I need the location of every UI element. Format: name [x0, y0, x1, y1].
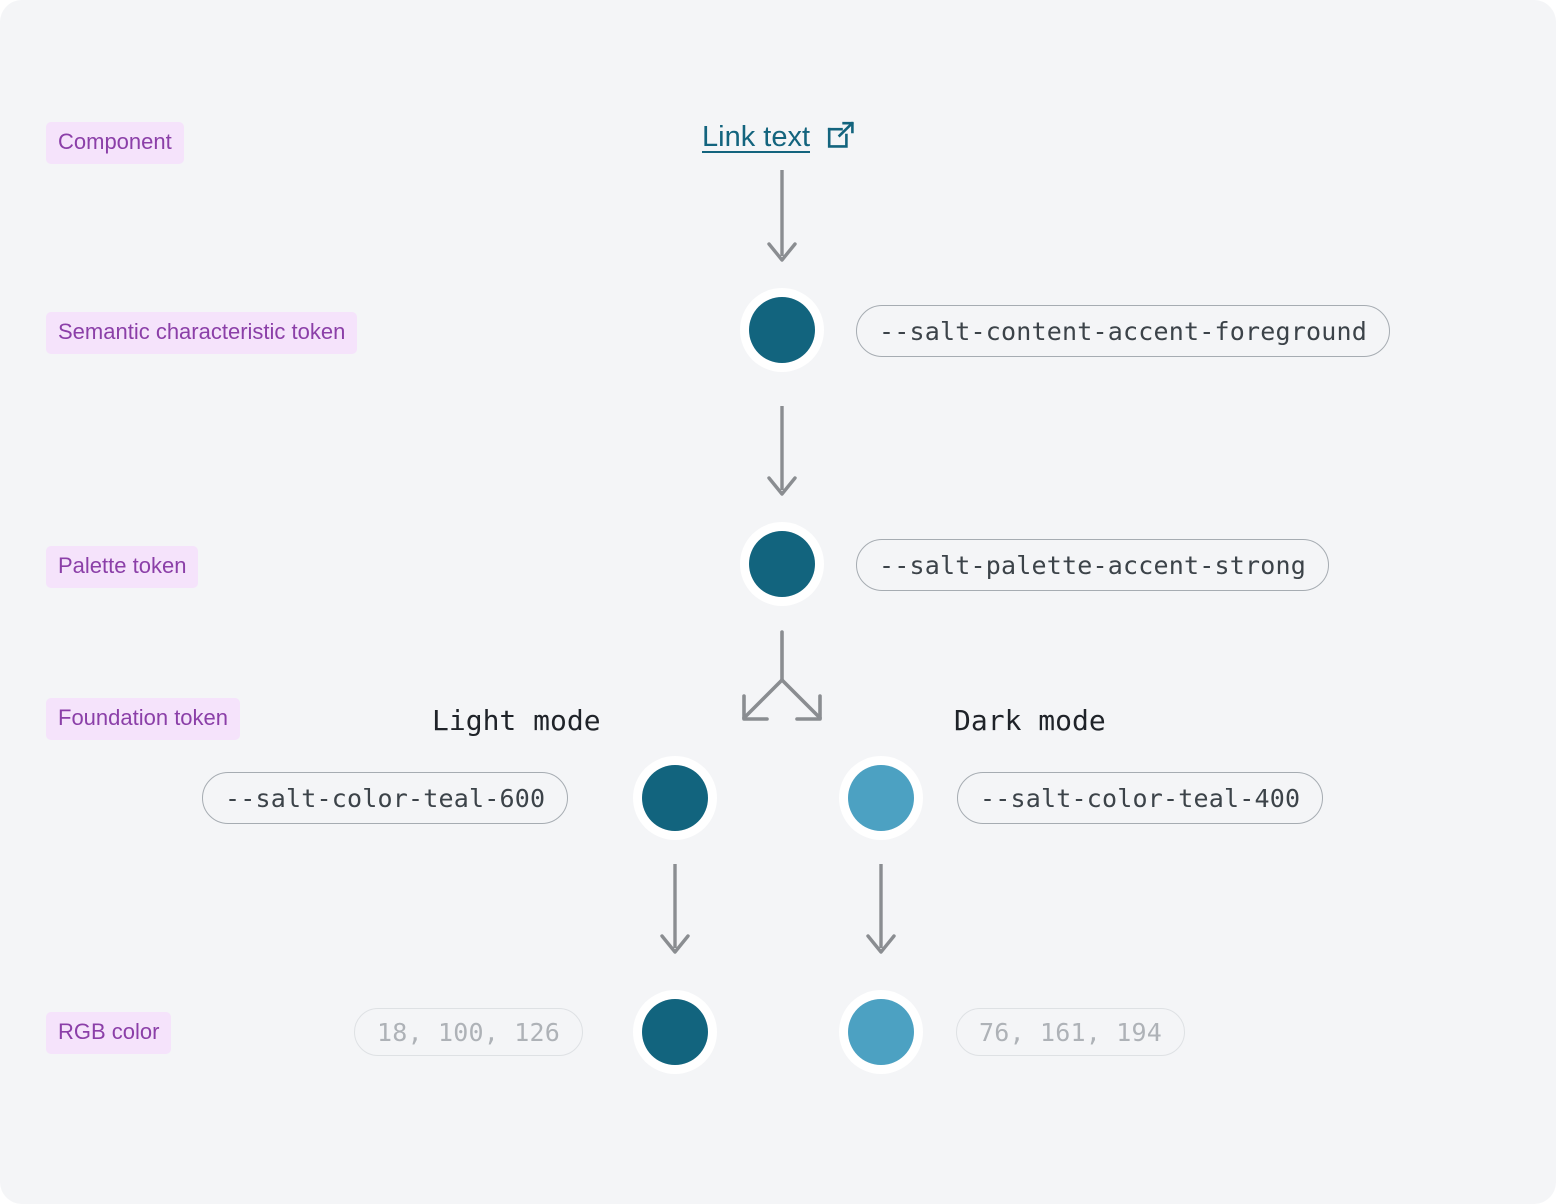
mode-label-light: Light mode — [432, 704, 601, 737]
token-pill-foundation-dark[interactable]: --salt-color-teal-400 — [957, 772, 1324, 824]
arrow-branch-light-dark — [726, 630, 838, 739]
swatch-rgb-light — [633, 990, 717, 1074]
swatch-rgb-dark — [839, 990, 923, 1074]
row-label-rgb-color: RGB color — [46, 1012, 172, 1054]
token-pill-palette[interactable]: --salt-palette-accent-strong — [856, 539, 1330, 591]
swatch-foundation-dark — [839, 756, 923, 840]
external-link-icon — [826, 120, 856, 155]
swatch-dot — [749, 531, 815, 597]
arrow-foundation-dark-to-rgb — [859, 862, 903, 967]
token-pill-semantic[interactable]: --salt-content-accent-foreground — [856, 305, 1391, 357]
swatch-palette-token — [740, 522, 824, 606]
arrow-semantic-to-palette — [760, 404, 804, 509]
token-pill-foundation-light[interactable]: --salt-color-teal-600 — [202, 772, 569, 824]
row-label-foundation-token: Foundation token — [46, 698, 241, 740]
arrow-foundation-light-to-rgb — [653, 862, 697, 967]
rgb-pill-dark: 76, 161, 194 — [956, 1008, 1186, 1056]
swatch-dot — [749, 297, 815, 363]
swatch-dot — [848, 999, 914, 1065]
link-component[interactable]: Link text — [702, 120, 856, 155]
swatch-dot — [848, 765, 914, 831]
link-text-label[interactable]: Link text — [702, 121, 810, 153]
row-label-component: Component — [46, 122, 184, 164]
row-label-semantic-characteristic-token: Semantic characteristic token — [46, 312, 358, 354]
mode-label-dark: Dark mode — [954, 704, 1106, 737]
swatch-dot — [642, 765, 708, 831]
swatch-dot — [642, 999, 708, 1065]
arrow-component-to-semantic — [760, 168, 804, 275]
row-label-palette-token: Palette token — [46, 546, 199, 588]
swatch-semantic-token — [740, 288, 824, 372]
swatch-foundation-light — [633, 756, 717, 840]
rgb-pill-light: 18, 100, 126 — [354, 1008, 584, 1056]
